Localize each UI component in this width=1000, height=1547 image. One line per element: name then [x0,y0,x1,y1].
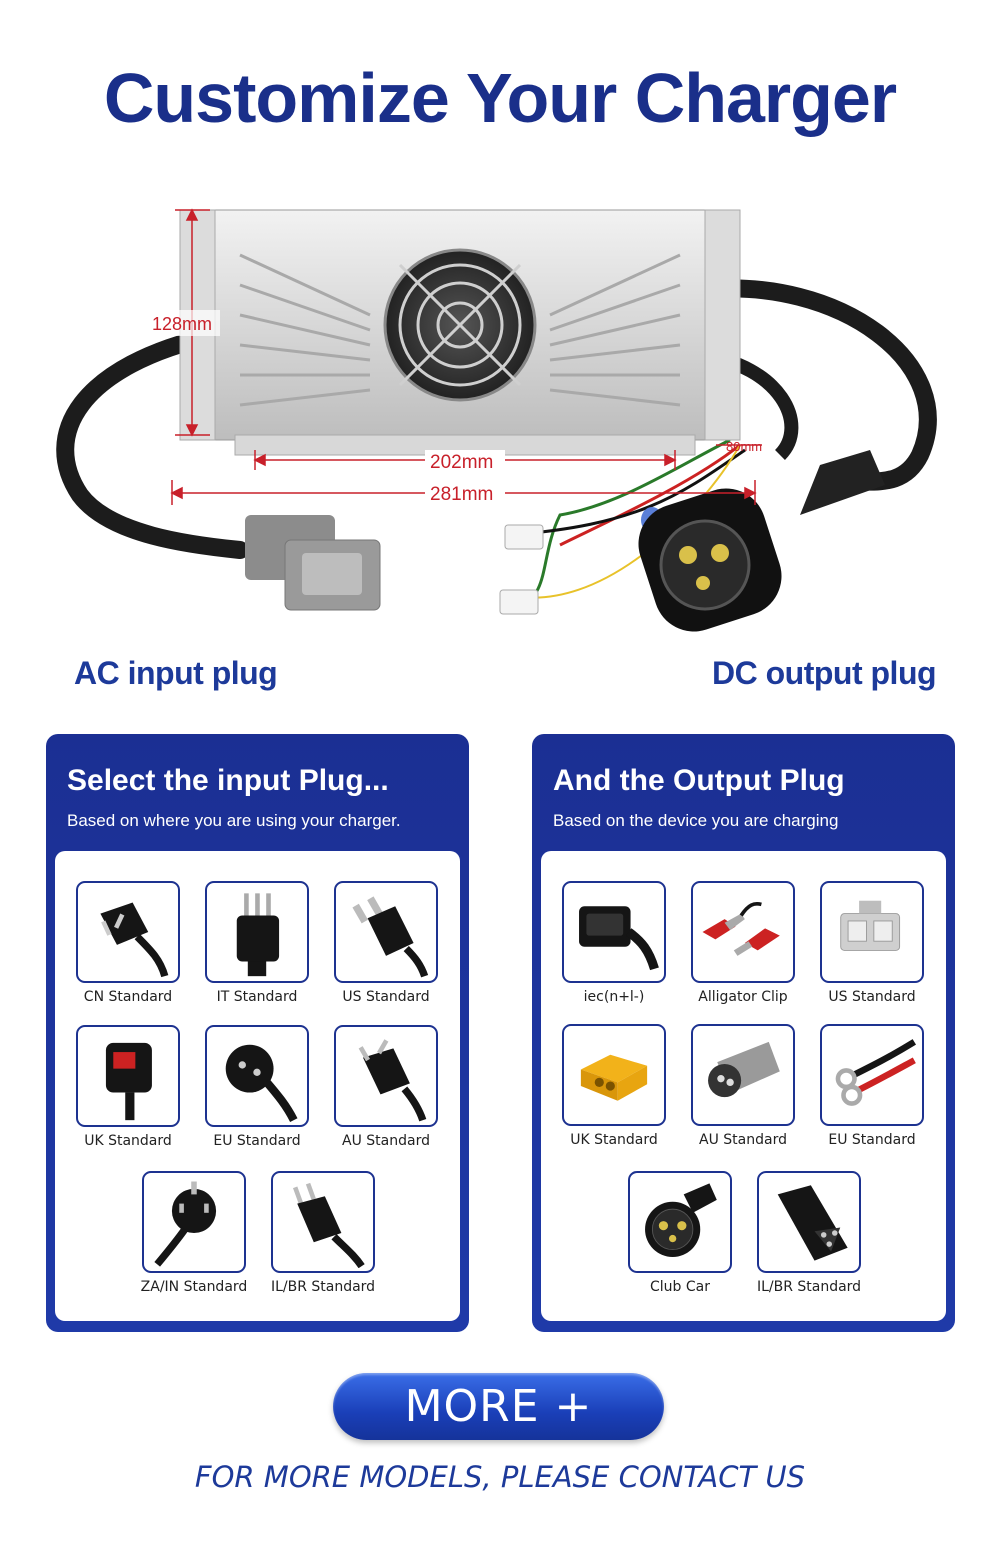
output-option-round[interactable]: AU Standard [691,1024,795,1148]
round-connector-icon [708,1041,780,1098]
input-option-au[interactable]: AU Standard [334,1025,438,1149]
output-option-club-car[interactable]: Club Car [628,1171,732,1295]
input-option-label: AU Standard [342,1133,430,1149]
input-option-cn[interactable]: CN Standard [76,881,180,1005]
page-title: Customize Your Charger [103,59,897,137]
output-option-xt[interactable]: UK Standard [562,1024,666,1148]
za-in-plug-icon [154,1181,217,1267]
output-option-anderson[interactable]: US Standard [820,881,924,1005]
output-panel-title: And the Output Plug [553,764,845,797]
input-option-label: US Standard [342,989,430,1005]
input-option-za-in[interactable]: ZA/IN Standard [141,1171,247,1295]
input-option-il-br[interactable]: IL/BR Standard [271,1171,375,1295]
dimension-outer-width-label: 281mm [430,484,493,505]
output-panel-subtitle: Based on the device you are charging [553,811,839,830]
output-option-label: Club Car [650,1279,710,1295]
output-option-alligator[interactable]: Alligator Clip [691,881,795,1005]
il-br-plug-icon [292,1182,365,1268]
input-option-us[interactable]: US Standard [334,881,438,1005]
contact-note: FOR MORE MODELS, PLEASE CONTACT US [194,1460,806,1494]
output-option-triangle[interactable]: IL/BR Standard [757,1171,861,1295]
input-plug-panel: Select the input Plug... Based on where … [46,734,469,1332]
charger-illustration: 128mm 202mm 281mm 80mm [56,208,937,632]
charger-product-image: 128mm 202mm 281mm 80mm [40,195,960,655]
input-option-eu[interactable]: EU Standard [205,1025,309,1149]
input-panel-subtitle: Based on where you are using your charge… [67,811,401,830]
input-option-label: CN Standard [83,989,173,1005]
dimension-height-label: 128mm [152,314,212,334]
it-plug-icon [236,893,280,977]
dc-output-plug-label: DC output plug [712,655,937,691]
output-option-label: AU Standard [699,1132,787,1148]
ring-terminal-icon [835,1039,917,1106]
input-option-label: EU Standard [213,1133,301,1149]
output-option-label: iec(n+l-) [583,989,645,1005]
output-option-label: Alligator Clip [698,989,788,1005]
input-option-label: UK Standard [84,1133,172,1149]
output-plug-grid: iec(n+l-) Alligator Clip [541,851,946,1321]
cn-plug-icon [100,902,169,978]
output-option-label: UK Standard [570,1132,658,1148]
au-plug-icon [358,1039,427,1122]
input-option-uk[interactable]: UK Standard [76,1025,180,1149]
us-plug-icon [352,896,429,978]
input-plug-grid: CN Standard IT Standard US [55,851,460,1321]
alligator-clip-icon [702,901,780,956]
input-panel-title: Select the input Plug... [67,764,389,797]
output-option-label: US Standard [828,989,916,1005]
output-plug-panel: And the Output Plug Based on the device … [532,734,955,1332]
uk-plug-icon [105,1042,152,1121]
more-button[interactable]: MORE + [333,1373,664,1440]
input-option-it[interactable]: IT Standard [205,881,309,1005]
triangle-plug-icon [777,1185,848,1261]
anderson-connector-icon [840,900,901,951]
output-option-iec[interactable]: iec(n+l-) [562,881,666,1005]
club-car-plug-icon [645,1183,717,1257]
input-option-label: IL/BR Standard [270,1279,376,1295]
xt-connector-icon [580,1054,648,1101]
output-option-ring[interactable]: EU Standard [820,1024,924,1148]
dimension-inner-width-label: 202mm [430,452,493,473]
eu-plug-icon [225,1044,298,1122]
output-option-label: EU Standard [828,1132,916,1148]
output-option-label: IL/BR Standard [756,1279,862,1295]
dimension-plug-label: 80mm [726,439,762,454]
ac-input-plug-label: AC input plug [74,655,278,691]
input-option-label: IT Standard [216,989,298,1005]
iec-connector-icon [579,906,659,971]
input-option-label: ZA/IN Standard [140,1279,248,1295]
